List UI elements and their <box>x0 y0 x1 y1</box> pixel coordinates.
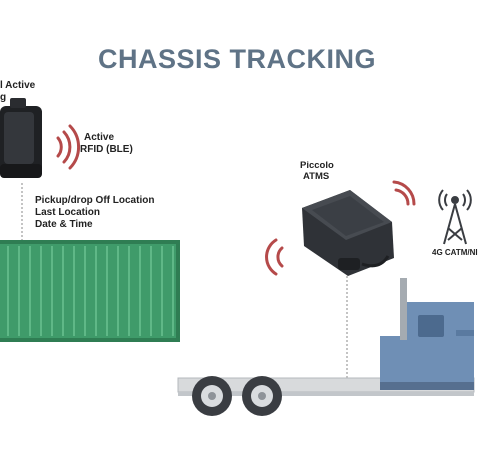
device-label-line1: Piccolo <box>300 160 334 171</box>
rfid-tag-device <box>0 98 42 178</box>
device-signal-right-icon <box>392 180 416 206</box>
info-label-date-time: Date & Time <box>35 219 93 230</box>
wifi-arc-icon <box>56 124 81 170</box>
diagram-title: CHASSIS TRACKING <box>97 44 376 74</box>
chassis-wheels <box>192 376 282 416</box>
piccolo-device <box>302 190 394 276</box>
info-label-pickup: Pickup/drop Off Location <box>35 195 155 206</box>
antenna-tower-icon <box>438 189 472 245</box>
shipping-container <box>0 240 180 342</box>
rfid-label-line1: Active <box>84 132 115 143</box>
rfid-label-line2: RFID (BLE) <box>80 144 133 155</box>
network-label: 4G CATM/NI <box>432 248 478 257</box>
tag-label-line2: g <box>0 92 7 103</box>
truck <box>380 278 474 390</box>
device-label-line2: ATMS <box>303 171 330 182</box>
tag-label-line1: l Active <box>0 80 36 91</box>
device-signal-left-icon <box>265 238 284 276</box>
info-label-last-location: Last Location <box>35 207 101 218</box>
